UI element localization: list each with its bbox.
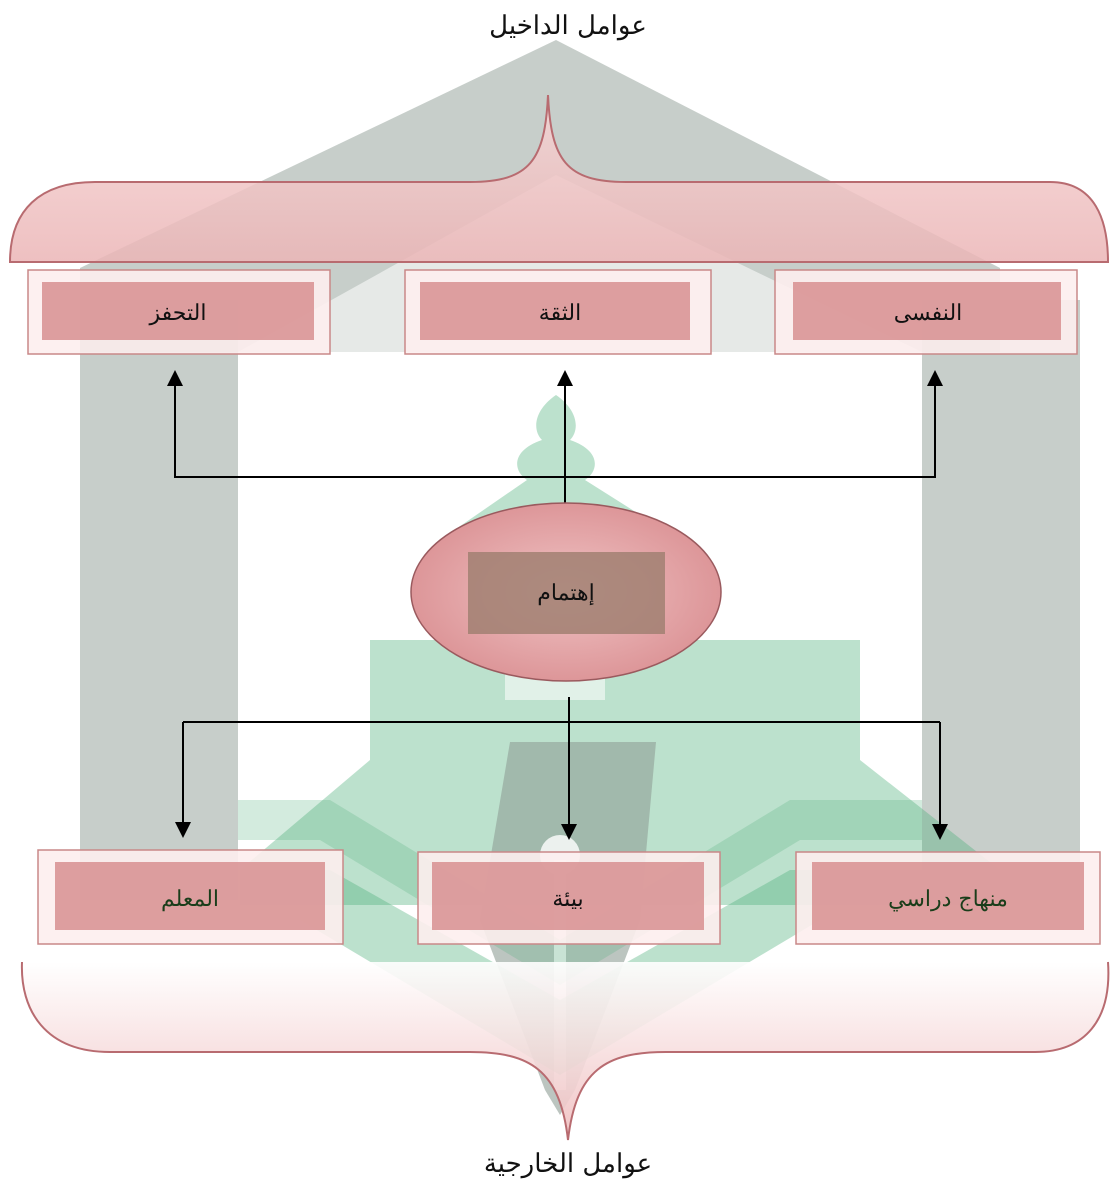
internal-factors-title: عوامل الداخيل — [489, 11, 647, 41]
internal-label-motivation: التحفز — [149, 301, 207, 326]
external-label-curriculum: منهاج دراسي — [888, 887, 1008, 912]
external-label-environment: بيئة — [552, 887, 583, 912]
internal-box-confidence: الثقة — [404, 269, 712, 355]
center-label: إهتمام — [537, 581, 594, 606]
external-label-teacher: المعلم — [161, 887, 219, 912]
internal-label-confidence: الثقة — [539, 301, 581, 326]
upper-connectors — [167, 370, 943, 505]
internal-box-motivation: التحفز — [27, 269, 331, 355]
external-box-teacher: المعلم — [37, 849, 344, 945]
lower-connectors — [175, 697, 948, 840]
external-box-curriculum: منهاج دراسي — [795, 851, 1101, 945]
center-node: إهتمام — [410, 502, 722, 682]
external-box-environment: بيئة — [417, 851, 721, 945]
bottom-brace — [20, 961, 1110, 1141]
watermark-right-pillar — [922, 300, 1080, 900]
external-factors-title: عوامل الخارجية — [484, 1149, 652, 1179]
internal-box-psychological: النفسى — [774, 269, 1078, 355]
top-brace — [8, 94, 1110, 263]
watermark-left-pillar — [80, 300, 238, 900]
internal-label-psychological: النفسى — [894, 301, 963, 326]
